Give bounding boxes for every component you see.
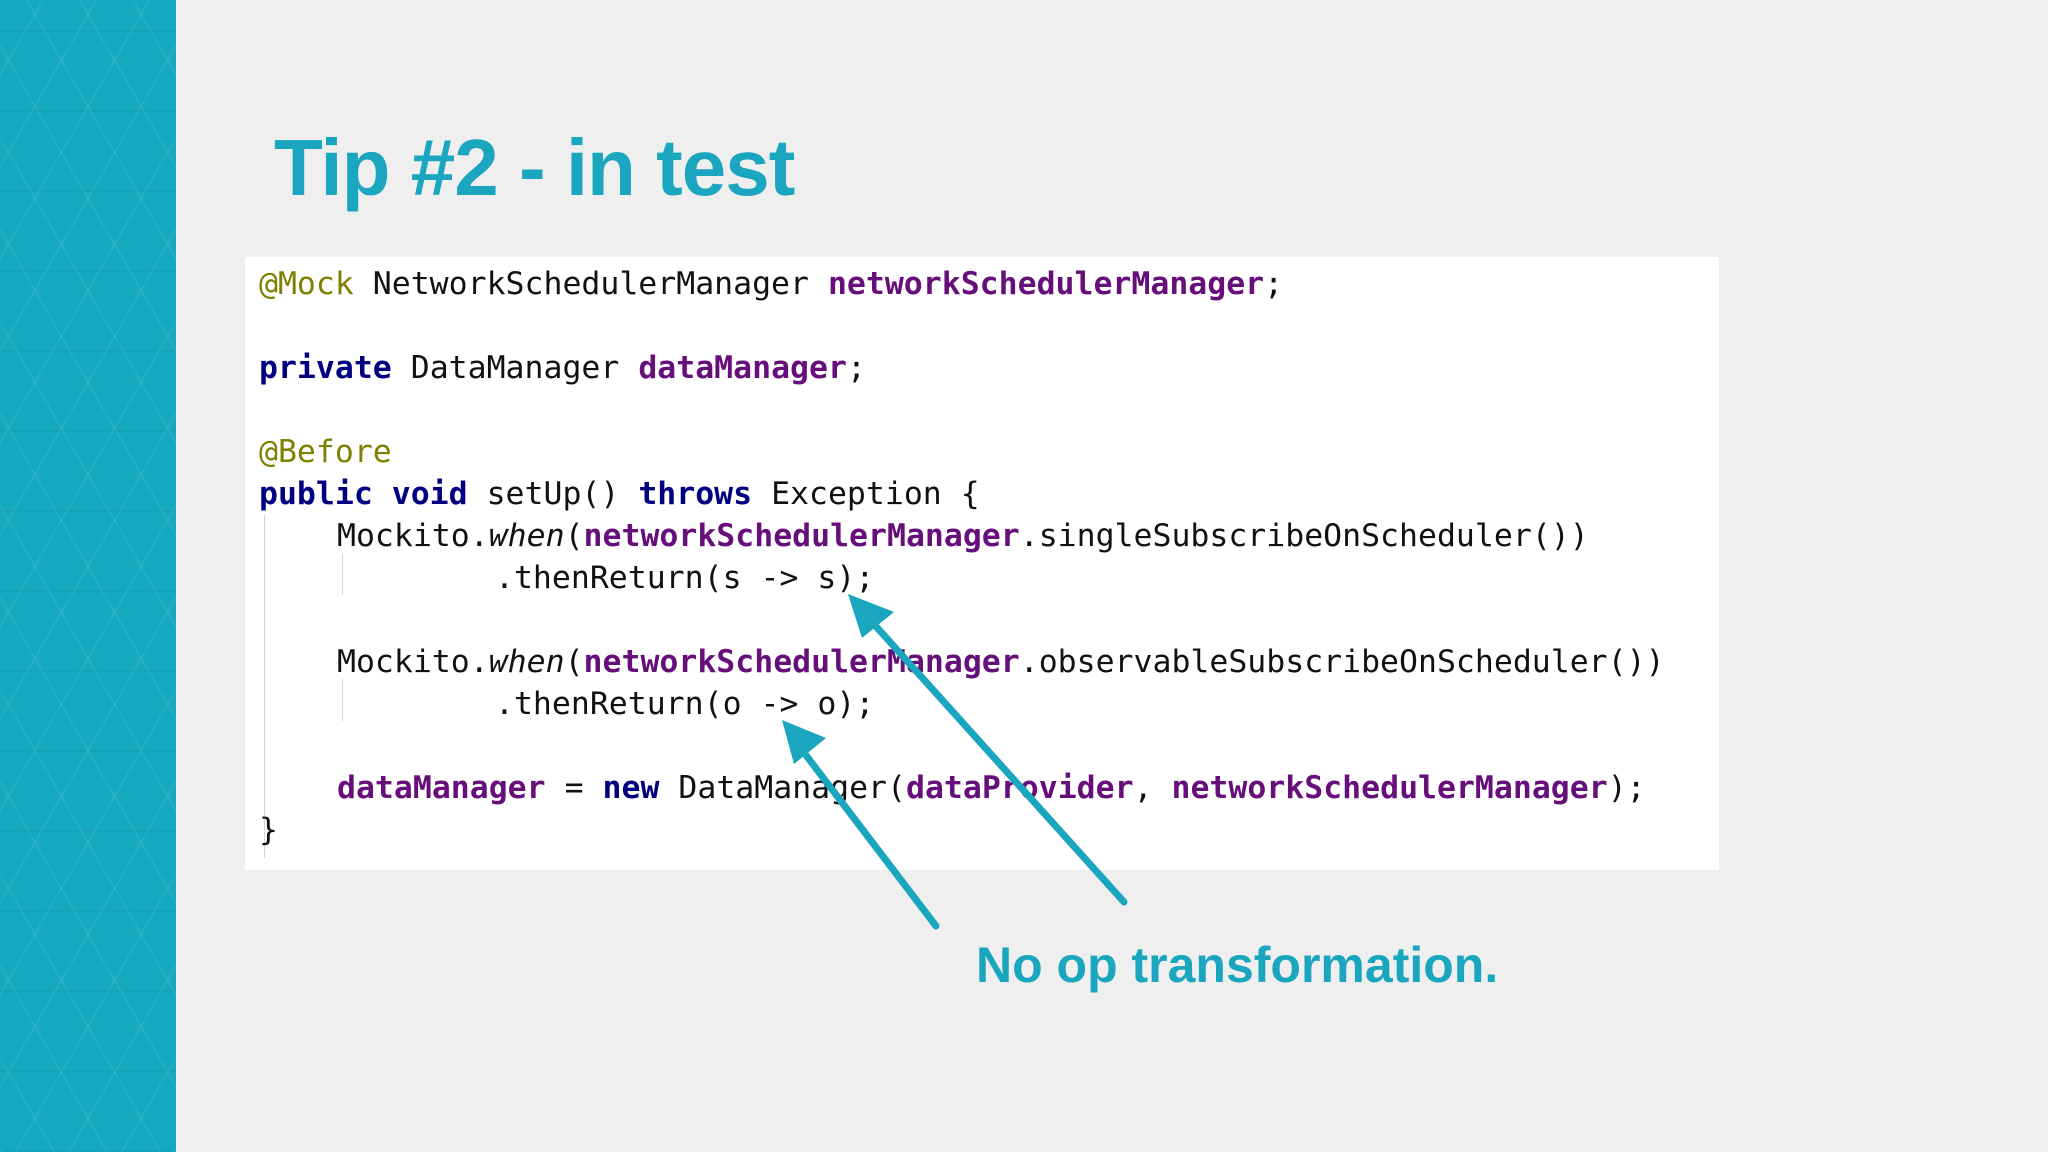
indent-guide [342, 553, 343, 595]
code-keyword: throws [638, 476, 753, 512]
code-line-datamanager-init: dataManager = new DataManager(dataProvid… [337, 767, 1646, 809]
callout-note: No op transformation. [976, 937, 1499, 993]
code-text: , [1133, 770, 1172, 806]
code-block: @Mock NetworkSchedulerManager networkSch… [259, 257, 1719, 870]
code-text: DataManager( [659, 770, 906, 806]
code-line-mockito-observable: Mockito.when(networkSchedulerManager.obs… [337, 641, 1665, 683]
code-text: ; [846, 350, 866, 386]
code-keyword: public void [259, 476, 468, 512]
code-field: dataManager [337, 770, 546, 806]
code-text: ; [1264, 266, 1284, 302]
code-field: dataProvider [905, 770, 1134, 806]
code-field: dataManager [638, 350, 847, 386]
code-text: Mockito. [337, 644, 489, 680]
code-text: Mockito. [337, 518, 489, 554]
code-text: .singleSubscribeOnScheduler()) [1019, 518, 1589, 554]
code-text: .thenReturn(o -> o); [495, 686, 875, 722]
code-line-then-return-s: .thenReturn(s -> s); [495, 557, 874, 599]
code-text: = [545, 770, 603, 806]
code-field: networkSchedulerManager [583, 644, 1020, 680]
code-line-mock-declaration: @Mock NetworkSchedulerManager networkSch… [259, 263, 1283, 305]
code-text: ); [1607, 770, 1646, 806]
indent-guide [264, 515, 265, 858]
indent-guide [342, 679, 343, 721]
code-keyword: private [259, 350, 392, 386]
code-text: DataManager [391, 350, 639, 386]
code-field: networkSchedulerManager [583, 518, 1020, 554]
code-line-closing-brace: } [259, 809, 278, 851]
code-field: networkSchedulerManager [827, 266, 1265, 302]
code-text: NetworkSchedulerManager [353, 266, 828, 302]
code-line-before-annotation: @Before [259, 431, 392, 473]
code-text: setUp() [467, 476, 639, 512]
code-text: ( [564, 518, 584, 554]
code-annotation: @Mock [259, 266, 354, 302]
code-field: networkSchedulerManager [1171, 770, 1608, 806]
code-line-datamanager-field: private DataManager dataManager; [259, 347, 866, 389]
code-line-setup-signature: public void setUp() throws Exception { [259, 473, 980, 515]
code-text: ( [564, 644, 584, 680]
code-text: .observableSubscribeOnScheduler()) [1019, 644, 1665, 680]
code-keyword: new [602, 770, 660, 806]
decorative-side-band [0, 0, 176, 1152]
code-method-when: when [488, 644, 565, 680]
code-method-when: when [488, 518, 565, 554]
code-annotation: @Before [259, 434, 392, 470]
code-line-then-return-o: .thenReturn(o -> o); [495, 683, 874, 725]
code-text: Exception { [752, 476, 980, 512]
code-line-mockito-single: Mockito.when(networkSchedulerManager.sin… [337, 515, 1589, 557]
code-text: } [259, 812, 278, 848]
code-snippet-panel: @Mock NetworkSchedulerManager networkSch… [245, 257, 1719, 870]
code-text: .thenReturn(s -> s); [495, 560, 875, 596]
slide-title: Tip #2 - in test [274, 123, 795, 212]
